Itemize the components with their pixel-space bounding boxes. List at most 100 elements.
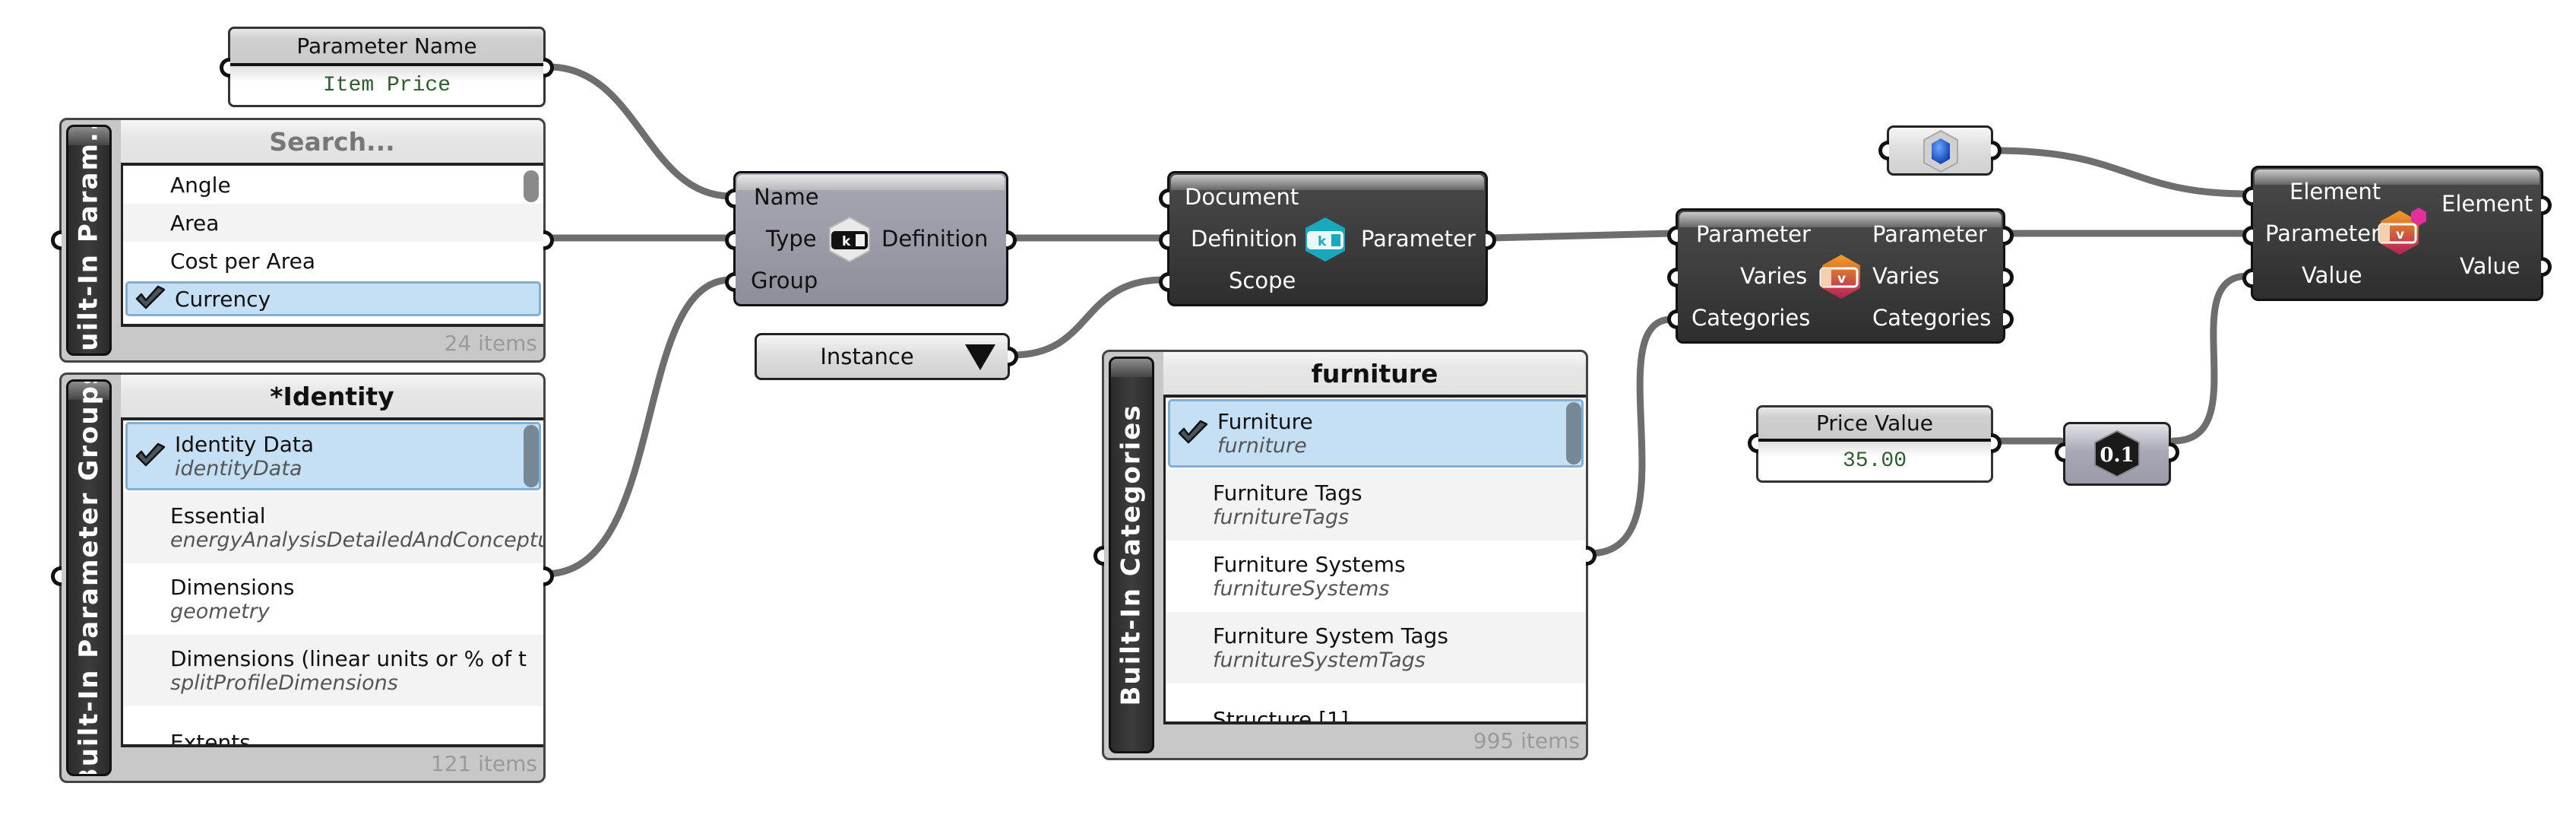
- input-port-document[interactable]: [1159, 189, 1169, 208]
- checkmark-icon: [135, 442, 166, 467]
- output-port[interactable]: [1991, 141, 2002, 160]
- input-port-type[interactable]: [725, 230, 736, 250]
- list-tab-label: Built-In Categories: [1116, 404, 1147, 706]
- svg-text:0.1: 0.1: [2100, 444, 2134, 467]
- wire-element[interactable]: [1992, 147, 2252, 198]
- input-port-element[interactable]: [2242, 186, 2253, 206]
- input-port-value[interactable]: [2242, 268, 2253, 288]
- list-item-label: Furniture: [1217, 409, 1313, 434]
- list-item[interactable]: Structure [1]: [1166, 683, 1586, 722]
- output-port-element[interactable]: [2541, 195, 2552, 215]
- output-port-varies[interactable]: [2003, 268, 2014, 287]
- key-definition-icon: k: [829, 216, 870, 263]
- checkmark-icon: [135, 285, 166, 309]
- input-port[interactable]: [1878, 141, 1889, 160]
- input-label-element: Element: [2290, 179, 2381, 204]
- list-header: furniture: [1163, 352, 1586, 395]
- list-item-label: Area: [170, 210, 220, 236]
- list-header: *Identity: [121, 375, 543, 417]
- input-label-value: Value: [2302, 262, 2362, 288]
- output-port-value[interactable]: [2541, 257, 2552, 277]
- output-port[interactable]: [1991, 433, 2002, 453]
- input-port-definition[interactable]: [1159, 230, 1169, 250]
- input-port[interactable]: [1093, 546, 1104, 566]
- wire-categories[interactable]: [1586, 315, 1676, 557]
- input-port[interactable]: [2055, 442, 2065, 462]
- input-port-group[interactable]: [725, 272, 736, 292]
- scrollbar[interactable]: [524, 425, 539, 487]
- list-item-label: Dimensions: [170, 575, 295, 600]
- list-item[interactable]: Extents: [123, 706, 543, 747]
- scope-dropdown[interactable]: Instance: [755, 333, 1018, 380]
- input-label-document: Document: [1185, 184, 1299, 210]
- list-item[interactable]: Cost per Area: [123, 242, 543, 280]
- element-parameter[interactable]: [1878, 125, 2002, 176]
- define-parameter-component[interactable]: Name Type Group k Definition: [725, 171, 1017, 306]
- output-port-parameter[interactable]: [1486, 230, 1496, 250]
- output-port[interactable]: [1008, 347, 1018, 366]
- svg-text:k: k: [1318, 234, 1327, 249]
- input-label-parameter: Parameter: [2265, 220, 2380, 246]
- output-port-parameter[interactable]: [2003, 226, 2014, 246]
- dropdown-arrow-icon[interactable]: [965, 344, 995, 370]
- output-port[interactable]: [1586, 546, 1597, 566]
- list-tab: Built-In Param...: [66, 125, 112, 356]
- input-port-name[interactable]: [725, 189, 736, 208]
- output-port-definition[interactable]: [1006, 230, 1017, 250]
- list-item[interactable]: Currency: [125, 281, 541, 316]
- input-port-parameter[interactable]: [2242, 226, 2253, 246]
- output-port[interactable]: [2169, 442, 2179, 462]
- add-parameter-component[interactable]: Document Definition Scope k Parameter: [1159, 171, 1496, 306]
- output-label-categories: Categories: [1872, 305, 1992, 331]
- wire-scope[interactable]: [1008, 276, 1168, 359]
- input-label-name: Name: [754, 184, 819, 210]
- input-port[interactable]: [51, 230, 62, 250]
- wire-number-to-value[interactable]: [2169, 272, 2252, 445]
- input-port-scope[interactable]: [1159, 272, 1169, 292]
- panel-title: Parameter Name: [230, 29, 543, 66]
- scrollbar[interactable]: [1566, 402, 1581, 464]
- parameter-binding-component[interactable]: Parameter Varies Categories v Parameter …: [1667, 208, 2014, 344]
- input-port-parameter[interactable]: [1667, 226, 1678, 246]
- input-port[interactable]: [220, 58, 230, 78]
- number-parameter[interactable]: 0.1: [2055, 422, 2179, 486]
- output-port[interactable]: [543, 230, 554, 250]
- panel-value[interactable]: 35.00: [1758, 442, 1991, 480]
- input-port-varies[interactable]: [1667, 268, 1678, 287]
- input-port[interactable]: [51, 566, 62, 586]
- search-field[interactable]: Search...: [121, 120, 543, 163]
- list-item[interactable]: Angle: [123, 166, 543, 204]
- parameter-name-panel[interactable]: Parameter Name Item Price: [220, 27, 554, 107]
- output-port-categories[interactable]: [2003, 309, 2014, 329]
- key-parameter-icon: k: [1305, 217, 1345, 262]
- wire-name-to-name[interactable]: [545, 63, 735, 200]
- parameter-group-value-list[interactable]: Built-In Parameter Groups *Identity Iden…: [51, 373, 554, 783]
- output-port[interactable]: [543, 58, 554, 78]
- panel-value[interactable]: Item Price: [230, 66, 543, 105]
- list-item-label: Furniture System Tags: [1213, 623, 1448, 648]
- price-value-panel[interactable]: Price Value 35.00: [1748, 405, 2002, 483]
- list-item-label: Extents: [170, 729, 251, 747]
- wire-group-to-group[interactable]: [541, 276, 735, 578]
- input-port-categories[interactable]: [1667, 309, 1678, 329]
- set-parameter-value-component[interactable]: Element Parameter Value v Element Value: [2242, 166, 2552, 301]
- output-port[interactable]: [543, 566, 554, 586]
- list-item-label: Identity Data: [175, 432, 315, 457]
- input-port[interactable]: [1748, 433, 1758, 453]
- scrollbar[interactable]: [524, 170, 539, 202]
- list-item[interactable]: Area: [123, 204, 543, 242]
- wire-parameter[interactable]: [1487, 230, 1676, 242]
